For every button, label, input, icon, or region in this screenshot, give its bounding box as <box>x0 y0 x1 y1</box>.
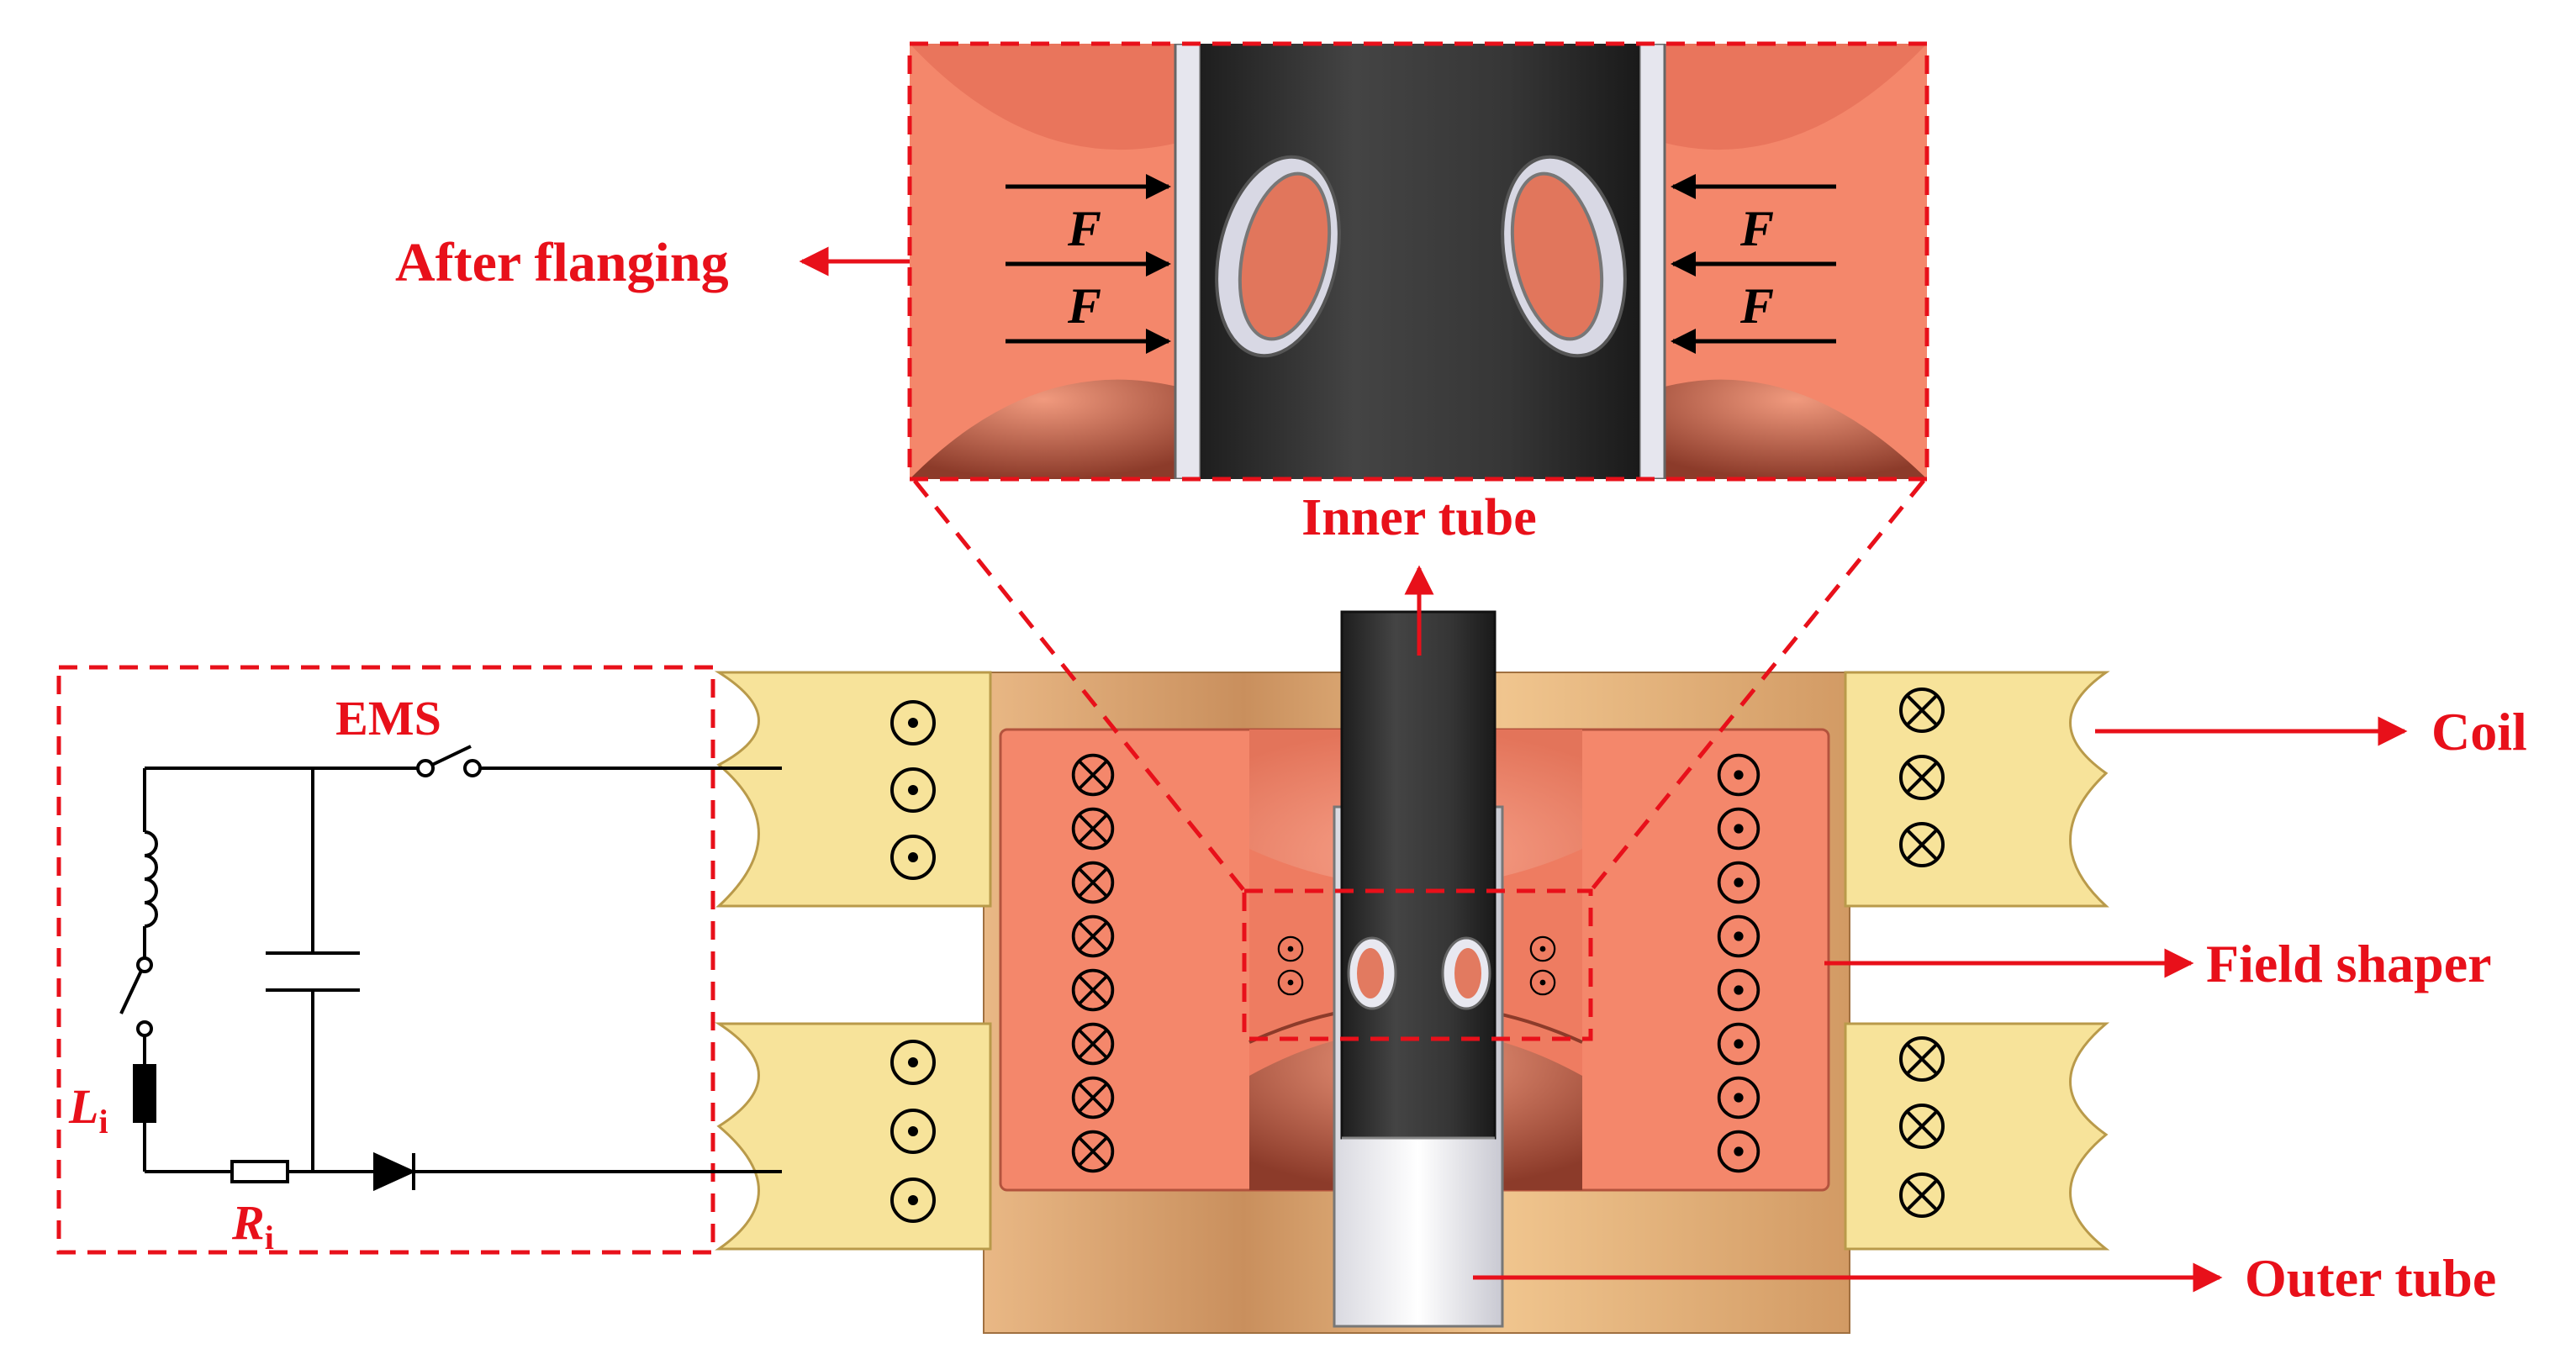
detail-region-box <box>1242 888 1593 1041</box>
coil-block-bottom-left <box>714 1022 992 1251</box>
annotations: After flanging Inner tube Coil Field sha… <box>395 232 2527 1308</box>
ems-circuit <box>56 665 782 1255</box>
force-label: F <box>1067 201 1101 256</box>
flanged-hole-left <box>1347 936 1397 1010</box>
outer-tube-label: Outer tube <box>2245 1248 2496 1308</box>
circuit-border <box>56 665 715 1255</box>
force-arrows-right <box>1671 174 1836 354</box>
coil-block-top-left <box>714 671 992 908</box>
force-label: F <box>1067 278 1101 334</box>
coil-block-top-right <box>1844 671 2110 908</box>
field-shaper-label: Field shaper <box>2206 934 2492 993</box>
coil-block-bottom-right <box>1844 1022 2110 1251</box>
inner-tube <box>1340 610 1497 1140</box>
after-flanging-label: After flanging <box>395 232 729 293</box>
ems-label: EMS <box>335 691 441 745</box>
flanged-hole-right <box>1441 936 1491 1010</box>
tube-assembly <box>1333 610 1504 1328</box>
coil-label: Coil <box>2431 702 2527 761</box>
inner-tube-label: Inner tube <box>1301 489 1537 546</box>
ri-label: Ri <box>231 1195 274 1257</box>
force-label: F <box>1739 278 1774 334</box>
after-flanging-inset: F F F F <box>907 41 1929 482</box>
zoom-line-right <box>1589 479 1925 893</box>
zoom-line-left <box>913 479 1246 893</box>
inset-flange-left <box>1215 155 1341 358</box>
inset-flange-right <box>1501 155 1627 358</box>
force-label: F <box>1739 201 1774 256</box>
li-label: Li <box>68 1079 108 1141</box>
force-arrows-left <box>1006 174 1171 354</box>
